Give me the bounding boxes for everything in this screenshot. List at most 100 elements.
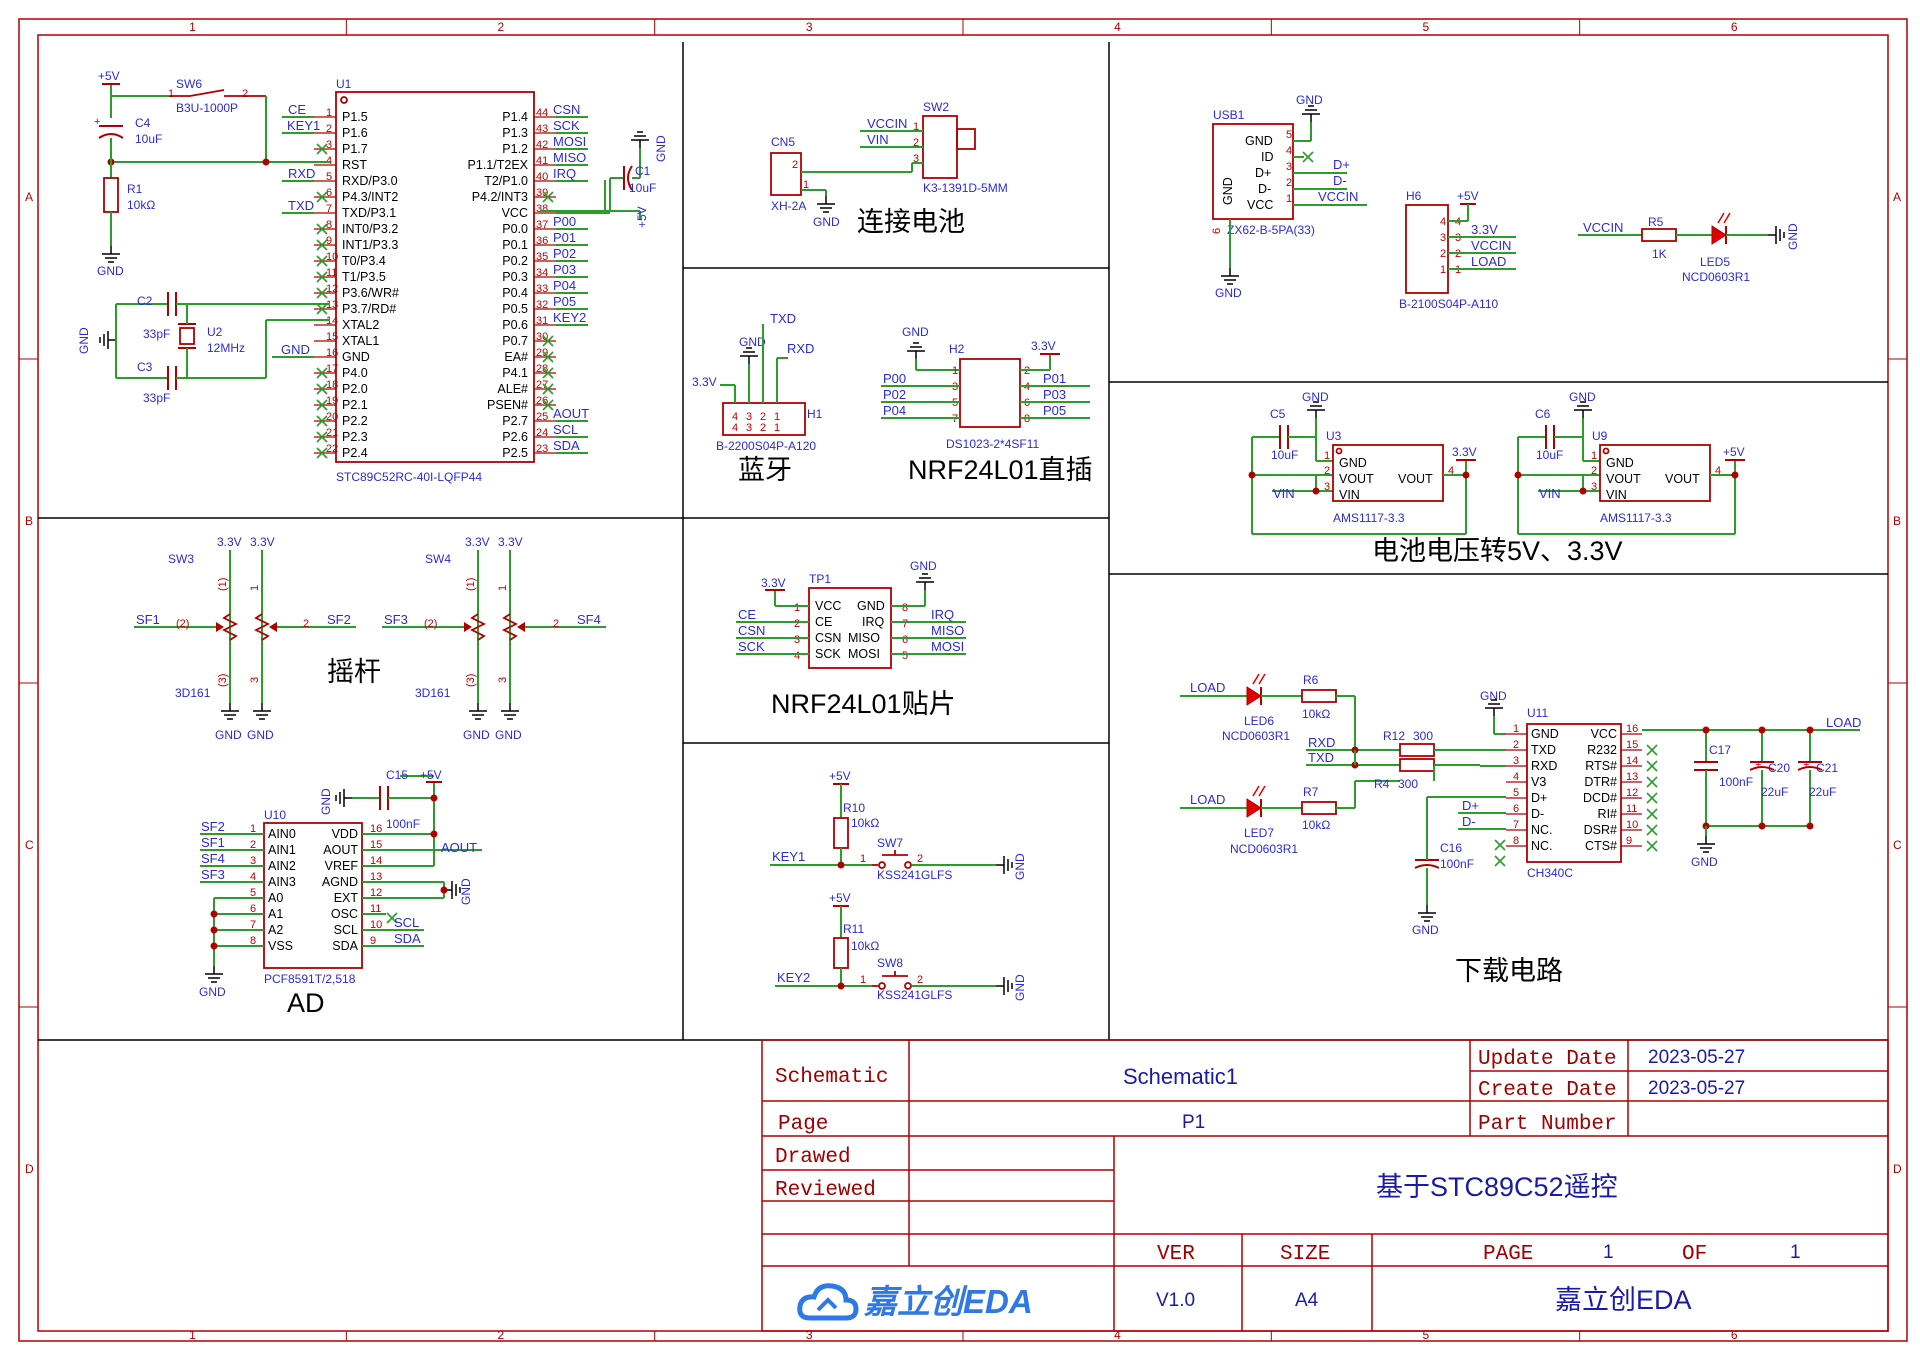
svg-text:2: 2 bbox=[760, 411, 766, 423]
mcu-pin-number: 43 bbox=[536, 123, 548, 135]
u11-pin-name: TXD bbox=[1531, 743, 1556, 757]
c6-ref: C6 bbox=[1535, 407, 1551, 421]
svg-text:D-: D- bbox=[1333, 173, 1347, 188]
mcu-u1[interactable]: U1 STC89C52RC-40I-LQFP44 P1.51CEP1.62KEY… bbox=[272, 77, 610, 484]
zone-col-top: 4 bbox=[1114, 20, 1121, 34]
label-download: 下载电路 bbox=[1455, 956, 1563, 986]
power-led-circuit[interactable]: VCCIN R5 1K GND LED5 NCD0603R1 bbox=[1578, 212, 1800, 284]
svg-text:GND: GND bbox=[459, 878, 473, 905]
u9-ref: U9 bbox=[1592, 429, 1608, 443]
download-circuit[interactable]: LOAD R6 10kΩ LED6 NCD0603R1 LOAD R7 10kΩ… bbox=[1180, 673, 1861, 937]
r6-value: 10kΩ bbox=[1302, 707, 1330, 721]
svg-text:GND: GND bbox=[97, 264, 124, 278]
svg-text:GND: GND bbox=[1013, 853, 1027, 880]
svg-text:D+: D+ bbox=[1462, 798, 1479, 813]
svg-text:3: 3 bbox=[746, 422, 752, 434]
sw2-pin3: 3 bbox=[913, 153, 919, 165]
zone-col-bottom: 2 bbox=[498, 1328, 505, 1342]
tb-size-label: SIZE bbox=[1280, 1243, 1330, 1266]
mcu-pin-number: 21 bbox=[326, 427, 338, 439]
u11-pin-name: CTS# bbox=[1585, 839, 1617, 853]
r4-ref: R4 bbox=[1374, 777, 1390, 791]
zone-col-top: 5 bbox=[1423, 20, 1430, 34]
u11-pin-name: DTR# bbox=[1584, 775, 1617, 789]
key2-circuit[interactable]: +5V R11 10kΩ KEY2 1 2 GND SW8 KSS241GLFS bbox=[775, 891, 1027, 1002]
mcu-pin-name: P4.0 bbox=[342, 366, 368, 380]
header-h6[interactable]: H6 B-2100S04P-A110 4 3 2 1 4 3 2 1 +5V 3… bbox=[1399, 189, 1516, 311]
mcu-pin-name: RST bbox=[342, 158, 367, 172]
u11-pin-number: 15 bbox=[1626, 739, 1638, 751]
key1-circuit[interactable]: +5V R10 10kΩ KEY1 1 2 GND SW7 KSS241GLFS bbox=[770, 769, 1027, 882]
c4-value: 10uF bbox=[135, 132, 162, 146]
mcu-pin-number: 32 bbox=[536, 299, 548, 311]
no-connect-marker bbox=[1646, 776, 1658, 788]
c3-ref: C3 bbox=[137, 360, 153, 374]
svg-text:MISO: MISO bbox=[931, 623, 964, 638]
svg-text:LOAD: LOAD bbox=[1190, 792, 1225, 807]
mcu-net-label: P02 bbox=[553, 246, 576, 261]
label-nrf-dip: NRF24L01直插 bbox=[908, 455, 1093, 485]
power-switch-sw2[interactable]: SW2 1 2 3 K3-1391D-5MM VCCIN VIN bbox=[860, 100, 1008, 195]
tp1-ref: TP1 bbox=[809, 572, 831, 586]
u10-pin-name: AIN1 bbox=[268, 843, 296, 857]
mcu-pin-name: TXD/P3.1 bbox=[342, 206, 396, 220]
bluetooth-header-h1[interactable]: H1 B-2200S04P-A120 4 3 2 1 4 3 2 1 3.3V … bbox=[692, 311, 823, 453]
resistor-r1[interactable]: R1 10kΩ bbox=[103, 177, 155, 213]
zone-row-right: C bbox=[1893, 838, 1902, 852]
sw8-ref: SW8 bbox=[877, 956, 903, 970]
mcu-pin-name: P1.5 bbox=[342, 110, 368, 124]
c4-ref: C4 bbox=[135, 116, 151, 130]
led7-ref: LED7 bbox=[1244, 826, 1274, 840]
u11-pin-number: 4 bbox=[1513, 771, 1519, 783]
mcu-net-label: GND bbox=[281, 342, 310, 357]
capacitor-c3[interactable]: C3 33pF bbox=[137, 360, 177, 405]
usb1-ref: USB1 bbox=[1213, 108, 1245, 122]
svg-text:P01: P01 bbox=[1043, 371, 1066, 386]
capacitor-c2[interactable]: C2 33pF bbox=[137, 292, 177, 341]
battery-connector-cn5[interactable]: CN5 2 1 XH-2A GND bbox=[770, 135, 912, 229]
regulator-u9[interactable]: C6 10uF GND VIN U9 GND VOUT VOUT VIN 1 2… bbox=[1514, 390, 1746, 535]
mcu-pin-number: 12 bbox=[326, 283, 338, 295]
switch-sw6[interactable]: SW6 1 2 B3U-1000P bbox=[168, 77, 266, 115]
u11-pin-name: RTS# bbox=[1585, 759, 1617, 773]
capacitor-c4[interactable]: + C4 10uF bbox=[94, 116, 162, 146]
svg-text:1: 1 bbox=[794, 602, 800, 614]
svg-text:SF3: SF3 bbox=[201, 867, 225, 882]
svg-text:2: 2 bbox=[1591, 465, 1597, 477]
svg-text:+5V: +5V bbox=[829, 891, 851, 905]
mcu-net-label: P00 bbox=[553, 214, 576, 229]
usb-connector-usb1[interactable]: USB1 ZX62-B-5PA(33) GND ID D+ D- VCC 5 4… bbox=[1211, 93, 1367, 300]
regulator-u3[interactable]: C5 10uF GND VIN U3 GND VOUT VOUT VIN 1 2… bbox=[1248, 390, 1477, 535]
mcu-pin-name: P2.7 bbox=[502, 414, 528, 428]
u10-pin-number: 2 bbox=[250, 839, 256, 851]
zone-col-bottom: 5 bbox=[1423, 1328, 1430, 1342]
capacitor-c1[interactable]: GND +5V C1 10uF bbox=[540, 131, 668, 228]
usb1-num-2: 2 bbox=[1286, 177, 1292, 189]
led7-part: NCD0603R1 bbox=[1230, 842, 1298, 856]
tb-of-value: 1 bbox=[1790, 1242, 1801, 1263]
sw7-part: KSS241GLFS bbox=[877, 868, 952, 882]
svg-text:VOUT: VOUT bbox=[1665, 472, 1700, 486]
u10-pin-number: 1 bbox=[250, 823, 256, 835]
u10-pin-number: 13 bbox=[370, 871, 382, 883]
mcu-pin-number: 14 bbox=[326, 315, 338, 327]
mcu-pin-number: 25 bbox=[536, 411, 548, 423]
svg-text:7: 7 bbox=[902, 618, 908, 630]
mcu-net-label: CSN bbox=[553, 102, 580, 117]
sw2-part: K3-1391D-5MM bbox=[923, 181, 1008, 195]
mcu-pin-number: 9 bbox=[326, 235, 332, 247]
mcu-pin-name: P0.7 bbox=[502, 334, 528, 348]
u10-pin-name: AOUT bbox=[323, 843, 358, 857]
svg-text:1: 1 bbox=[1591, 450, 1597, 462]
svg-text:RXD: RXD bbox=[787, 341, 814, 356]
crystal-u2[interactable]: U2 12MHz bbox=[178, 304, 245, 378]
r10-ref: R10 bbox=[843, 801, 865, 815]
svg-text:KEY1: KEY1 bbox=[772, 849, 805, 864]
adc-u10[interactable]: U10 PCF8591T/2,518 AIN01AIN12AIN23AIN34A… bbox=[199, 768, 482, 999]
svg-text:IRQ: IRQ bbox=[862, 615, 885, 629]
